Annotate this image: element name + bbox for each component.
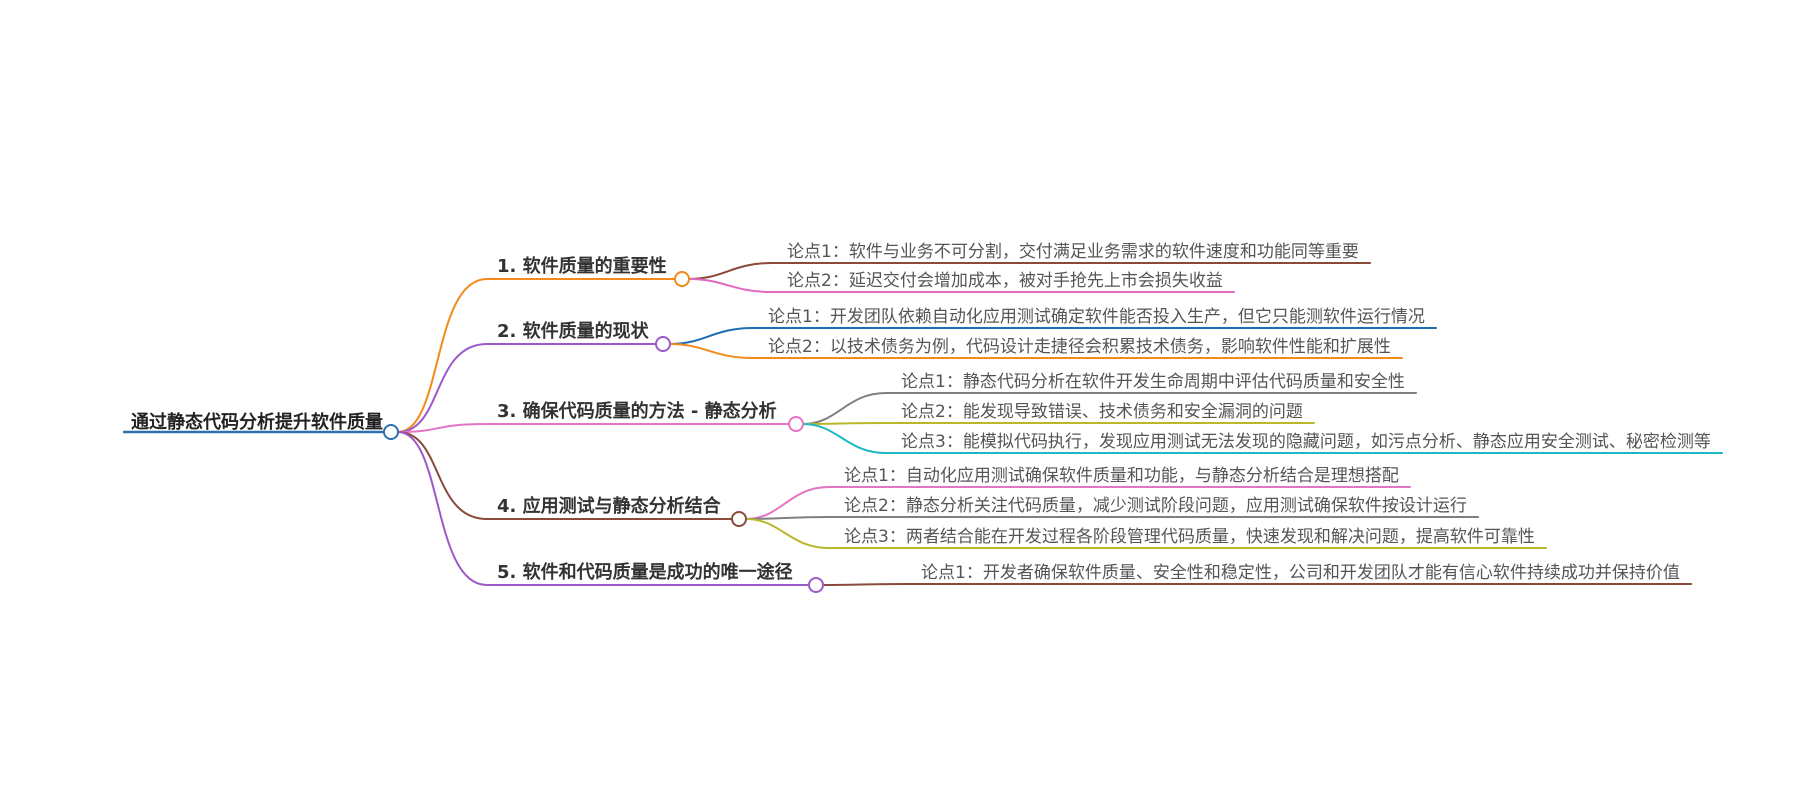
- connector-branch-2-point-2: [669, 343, 754, 359]
- connector-branch-4-point-3: [745, 518, 830, 549]
- point-3-2[interactable]: 论点2：能发现导致错误、技术债务和安全漏洞的问题: [901, 402, 1303, 422]
- connector-branch-2-point-1: [669, 327, 754, 345]
- connector-branch-5-point-1: [822, 583, 907, 586]
- branch-topic-1[interactable]: 1. 软件质量的重要性: [497, 255, 667, 277]
- point-3-1[interactable]: 论点1：静态代码分析在软件开发生命周期中评估代码质量和安全性: [901, 372, 1405, 392]
- point-1-2[interactable]: 论点2：延迟交付会增加成本，被对手抢先上市会损失收益: [787, 271, 1223, 291]
- connector-branch-1-point-2: [688, 278, 773, 293]
- root-collapse-toggle[interactable]: [383, 424, 399, 440]
- connector-root-branch-5: [397, 431, 488, 586]
- point-5-1[interactable]: 论点1：开发者确保软件质量、安全性和稳定性，公司和开发团队才能有信心软件持续成功…: [921, 563, 1680, 583]
- branch-topic-4[interactable]: 4. 应用测试与静态分析结合: [497, 495, 722, 517]
- branch-5-collapse-toggle[interactable]: [808, 577, 824, 593]
- point-2-2[interactable]: 论点2：以技术债务为例，代码设计走捷径会积累技术债务，影响软件性能和扩展性: [768, 337, 1391, 357]
- connector-layer: [397, 262, 907, 586]
- connector-branch-1-point-1: [688, 262, 773, 280]
- connector-branch-4-point-1: [745, 486, 830, 520]
- branch-topic-5[interactable]: 5. 软件和代码质量是成功的唯一途径: [497, 561, 793, 583]
- branch-2-collapse-toggle[interactable]: [655, 336, 671, 352]
- connector-root-branch-2: [397, 343, 488, 433]
- connector-branch-3-point-3: [802, 423, 887, 454]
- root-topic[interactable]: 通过静态代码分析提升软件质量: [131, 411, 383, 433]
- point-4-2[interactable]: 论点2：静态分析关注代码质量，减少测试阶段问题，应用测试确保软件按设计运行: [844, 496, 1467, 516]
- point-3-3[interactable]: 论点3：能模拟代码执行，发现应用测试无法发现的隐藏问题，如污点分析、静态应用安全…: [901, 432, 1711, 452]
- connector-branch-3-point-2: [802, 422, 887, 425]
- branch-topic-2[interactable]: 2. 软件质量的现状: [497, 320, 650, 342]
- node-layer: 通过静态代码分析提升软件质量 1. 软件质量的重要性 论点1：软件与业务不可分割，交…: [123, 242, 1723, 593]
- point-1-1[interactable]: 论点1：软件与业务不可分割，交付满足业务需求的软件速度和功能同等重要: [787, 242, 1359, 262]
- branch-3-collapse-toggle[interactable]: [788, 416, 804, 432]
- connector-root-branch-4: [397, 431, 488, 520]
- point-4-1[interactable]: 论点1：自动化应用测试确保软件质量和功能，与静态分析结合是理想搭配: [844, 466, 1399, 486]
- point-2-1[interactable]: 论点1：开发团队依赖自动化应用测试确定软件能否投入生产，但它只能测软件运行情况: [768, 307, 1425, 327]
- branch-1-collapse-toggle[interactable]: [674, 271, 690, 287]
- connector-root-branch-3: [397, 423, 488, 433]
- connector-branch-3-point-1: [802, 392, 887, 425]
- branch-topic-3[interactable]: 3. 确保代码质量的方法 - 静态分析: [497, 400, 777, 422]
- branch-4-collapse-toggle[interactable]: [731, 511, 747, 527]
- point-4-3[interactable]: 论点3：两者结合能在开发过程各阶段管理代码质量，快速发现和解决问题，提高软件可靠…: [844, 527, 1535, 547]
- connector-root-branch-1: [397, 278, 488, 433]
